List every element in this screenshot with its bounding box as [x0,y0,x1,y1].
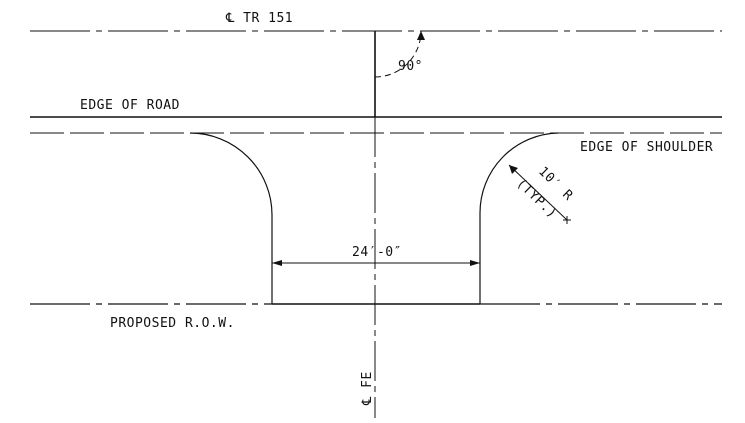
width-arrow-right [470,260,480,266]
right-angle-arrow-head [417,31,425,40]
width-dimension-label: 24′-0″ [352,245,402,260]
edge-of-road-label: EDGE OF ROAD [80,98,180,113]
right-radius-curve [479,132,559,304]
edge-of-shoulder-label: EDGE OF SHOULDER [580,140,713,155]
width-arrow-left [272,260,282,266]
fe-centerline-label: ℄ FE [360,371,375,406]
proposed-row-label: PROPOSED R.O.W. [110,316,235,331]
radius-leader-line [508,164,568,221]
radius-arrow-head [509,165,518,174]
tr151-label: ℄ TR 151 [225,11,293,26]
left-radius-curve [189,132,273,304]
angle-label: 90° [398,59,423,74]
